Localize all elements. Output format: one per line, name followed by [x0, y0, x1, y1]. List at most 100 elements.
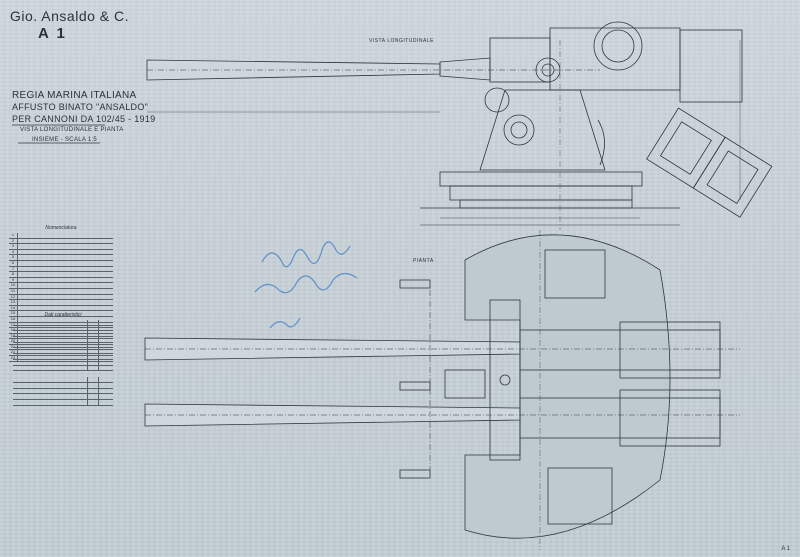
table-cell [98, 399, 113, 405]
table-row [13, 377, 113, 383]
table-cell [98, 377, 113, 382]
legend-row: 13 [9, 300, 113, 306]
table-cell [87, 399, 98, 405]
table-cell [87, 382, 98, 388]
table-cell [87, 348, 98, 354]
legend-row: 9 [9, 277, 113, 284]
legend-row: 8 [9, 272, 113, 278]
table-cell [98, 359, 113, 365]
legend-row: 16 [9, 316, 113, 323]
side-view-label: VISTA LONGITUDINALE [369, 38, 434, 44]
table-cell [87, 331, 98, 337]
title-views: VISTA LONGITUDINALE E PIANTA [20, 127, 124, 133]
table-cell [87, 337, 98, 342]
table-cell [98, 365, 113, 371]
legend-row-number: 4 [9, 249, 18, 255]
title-scale: INSIEME - SCALA 1:5 [32, 137, 98, 143]
legend-row-number: 5 [9, 255, 18, 260]
legend-row: 3 [9, 244, 113, 250]
table-row [13, 359, 113, 366]
legend-row-number: 14 [9, 305, 18, 311]
legend-row-number: 8 [9, 272, 18, 277]
table-row [13, 382, 113, 389]
legend-row-number: 23 [9, 355, 18, 361]
legend-row: 12 [9, 294, 113, 301]
table-cell [98, 394, 113, 399]
side-view [146, 21, 773, 230]
table-cell [87, 359, 98, 365]
legend-title: Nomenclatura [45, 225, 77, 231]
table-cell [87, 325, 98, 331]
table-cell [98, 320, 113, 325]
plan-view-label: PIANTA [413, 258, 434, 264]
legend-row-number: 15 [9, 311, 18, 316]
legend-row-number: 1 [9, 232, 18, 238]
legend-row-number: 16 [9, 316, 18, 322]
firm-name: Gio. Ansaldo & C. [10, 8, 130, 24]
table-row [13, 399, 113, 406]
table-cell [98, 331, 113, 337]
legend-row-number: 10 [9, 283, 18, 288]
legend-row-number: 13 [9, 300, 18, 305]
legend-row-number: 3 [9, 244, 18, 249]
title-guns: PER CANNONI DA 102/45 - 1919 [12, 114, 156, 124]
blue-pencil-signature [254, 241, 358, 329]
legend-row: 1 [9, 232, 113, 239]
legend-row-number: 11 [9, 288, 18, 294]
table-cell [98, 337, 113, 342]
characteristics-table: Dati caratteristici [13, 312, 113, 406]
table-row [13, 365, 113, 372]
table-title: Dati caratteristici [44, 312, 82, 318]
legend-row-number: 2 [9, 238, 18, 244]
legend-row-number: 7 [9, 266, 18, 272]
table-row [13, 337, 113, 343]
legend-row: 22 [9, 350, 113, 357]
legend-row-number: 9 [9, 277, 18, 283]
table-row [13, 342, 113, 349]
legend-row: 23 [9, 355, 113, 362]
table-cell [98, 325, 113, 331]
table-cell [87, 377, 98, 382]
table-cell [98, 342, 113, 348]
legend-row-number: 21 [9, 344, 18, 350]
table-row [13, 354, 113, 360]
table-cell [98, 382, 113, 388]
legend-row: 5 [9, 255, 113, 261]
legend-row: 6 [9, 260, 113, 267]
legend-row: 15 [9, 311, 113, 317]
legend-row: 14 [9, 305, 113, 312]
legend-row-number: 6 [9, 260, 18, 266]
legend-row-number: 18 [9, 327, 18, 333]
legend-row-number: 22 [9, 350, 18, 356]
table-row [13, 348, 113, 355]
corner-sheet-mark: A 1 [781, 546, 790, 552]
table-cell [87, 342, 98, 348]
legend-row: 20 [9, 339, 113, 345]
legend-row: 7 [9, 266, 113, 273]
table-cell [98, 388, 113, 394]
table-cell [87, 320, 98, 325]
legend-row: 19 [9, 333, 113, 340]
table-row [13, 331, 113, 338]
legend-row: 10 [9, 283, 113, 289]
sheet-number: A 1 [38, 25, 67, 42]
title-navy: REGIA MARINA ITALIANA [12, 90, 137, 101]
table-cell [87, 354, 98, 359]
legend-row: 18 [9, 327, 113, 334]
legend-row: 11 [9, 288, 113, 295]
title-mount: AFFUSTO BINATO "ANSALDO" [12, 102, 149, 112]
table-row [13, 394, 113, 400]
table-cell [87, 394, 98, 399]
table-cell [98, 348, 113, 354]
legend-row: 21 [9, 344, 113, 351]
table-row [13, 325, 113, 332]
table-cell [87, 365, 98, 371]
table-cell [87, 388, 98, 394]
legend-row: 4 [9, 249, 113, 256]
legend-row: 2 [9, 238, 113, 245]
legend-row-number: 19 [9, 333, 18, 339]
plan-view [144, 230, 740, 550]
